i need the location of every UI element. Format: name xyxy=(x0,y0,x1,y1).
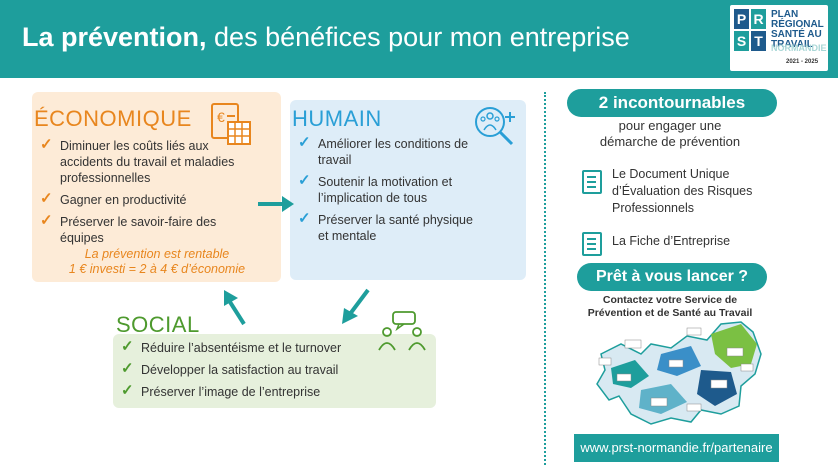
social-panel: SOCIAL ✓Réduire l’absentéisme et le turn… xyxy=(113,311,436,408)
arrow-right-icon xyxy=(258,196,294,212)
check-icon: ✓ xyxy=(298,172,311,189)
people-magnifier-icon xyxy=(475,107,515,146)
check-icon: ✓ xyxy=(121,360,134,377)
check-icon: ✓ xyxy=(298,210,311,227)
calculator-euro-icon: € xyxy=(211,103,251,145)
check-icon: ✓ xyxy=(40,212,53,229)
incontournables-subtitle: pour engager une démarche de prévention xyxy=(599,118,741,149)
rentability-note: La prévention est rentable 1 € investi =… xyxy=(68,247,246,276)
list-item: ✓Développer la satisfaction au travail xyxy=(121,360,339,378)
economique-heading: ÉCONOMIQUE xyxy=(34,106,192,131)
contact-text: Contactez votre Service de Prévention et… xyxy=(587,294,753,319)
social-heading: SOCIAL xyxy=(116,312,200,337)
incontournables-pill: 2 incontournables xyxy=(567,89,777,117)
check-icon: ✓ xyxy=(121,338,134,355)
list-item: ✓Préserver le savoir-faire des équipes xyxy=(40,212,217,246)
logo-text: PLAN RÉGIONAL SANTÉ AU TRAVAIL xyxy=(771,9,824,50)
humain-panel: HUMAIN ✓Améliorer les conditions de trav… xyxy=(290,100,526,280)
logo-years: 2021 - 2025 xyxy=(786,59,819,65)
chat-people-icon xyxy=(378,311,426,351)
economique-panel: ÉCONOMIQUE € ✓Diminuer les coûts liés au… xyxy=(32,92,281,282)
list-item: ✓Diminuer les coûts liés aux accidents d… xyxy=(40,136,235,186)
prst-logo-mark: P R S T xyxy=(734,9,768,53)
arrow-down-left-icon xyxy=(342,288,370,324)
page-title: La prévention, des bénéfices pour mon en… xyxy=(22,22,630,52)
document-checklist-icon xyxy=(582,232,602,256)
partner-url-link[interactable]: www.prst-normandie.fr/partenaire xyxy=(574,434,779,462)
arrow-up-left-icon xyxy=(224,290,246,326)
economique-list: ✓Diminuer les coûts liés aux accidents d… xyxy=(38,136,238,252)
list-item: ✓Soutenir la motivation et l’implication… xyxy=(298,172,453,206)
list-item: ✓Préserver l’image de l’entreprise xyxy=(121,382,321,400)
document-unique-text: Le Document Unique d’Évaluation des Risq… xyxy=(612,167,753,215)
humain-heading: HUMAIN xyxy=(292,106,382,131)
document-checklist-icon xyxy=(582,170,602,194)
logo-region: NORMANDIE xyxy=(771,43,827,53)
pret-pill: Prêt à vous lancer ? xyxy=(577,263,767,291)
list-item: ✓Réduire l’absentéisme et le turnover xyxy=(121,338,342,356)
header-banner: La prévention, des bénéfices pour mon en… xyxy=(0,0,838,78)
list-item: ✓Gagner en productivité xyxy=(40,190,187,208)
fiche-entreprise-text: La Fiche d’Entreprise xyxy=(612,234,731,248)
social-list: ✓Réduire l’absentéisme et le turnover ✓D… xyxy=(119,338,419,406)
check-icon: ✓ xyxy=(40,136,53,153)
humain-list: ✓Améliorer les conditions de travail ✓So… xyxy=(296,134,486,250)
check-icon: ✓ xyxy=(40,190,53,207)
list-item: ✓Préserver la santé physique et mentale xyxy=(298,210,473,244)
normandy-map xyxy=(596,321,762,425)
svg-text:€: € xyxy=(217,109,225,125)
vertical-divider xyxy=(544,92,546,465)
check-icon: ✓ xyxy=(298,134,311,151)
check-icon: ✓ xyxy=(121,382,134,399)
list-item: ✓Améliorer les conditions de travail xyxy=(298,134,469,168)
prst-logo: P R S T PLAN RÉGIONAL SANTÉ AU TRAVAIL N… xyxy=(730,5,828,71)
